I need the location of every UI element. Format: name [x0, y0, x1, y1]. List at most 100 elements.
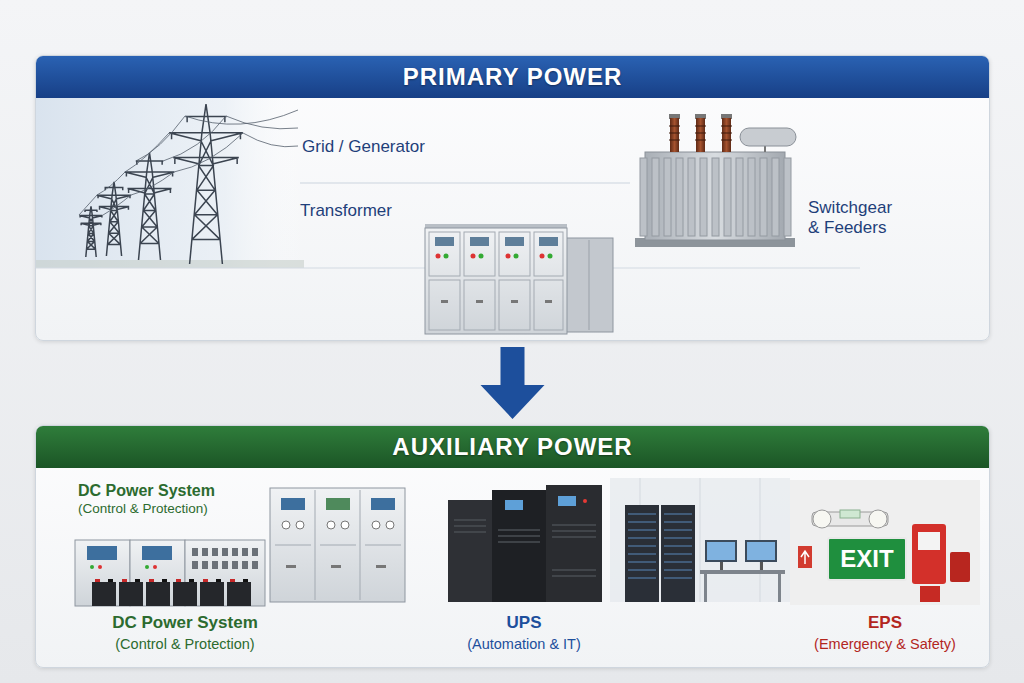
transformer-illustration — [724, 158, 731, 236]
transformer-illustration — [748, 158, 755, 236]
dc-power-illustration — [90, 565, 94, 569]
automation-illustration — [760, 562, 763, 570]
emergency-illustration — [869, 510, 887, 528]
dc-power-illustration — [142, 546, 172, 560]
dc-power-illustration — [275, 545, 401, 546]
emergency-illustration — [790, 480, 980, 605]
sign-text: EXIT — [830, 545, 904, 573]
automation-illustration — [704, 574, 707, 602]
band-ground — [35, 425, 990, 668]
transmission-towers — [169, 104, 243, 264]
switchgear-illustration — [565, 238, 613, 332]
switchgear-illustration — [505, 237, 524, 246]
guide-line — [300, 183, 630, 184]
dc-power-illustration — [331, 565, 341, 568]
automation-illustration — [610, 478, 790, 602]
switchgear-illustration — [444, 254, 449, 259]
dc-power-illustration — [281, 498, 305, 510]
switchgear-illustration — [514, 254, 519, 259]
automation-illustration — [628, 514, 692, 578]
ups-illustration — [492, 490, 546, 602]
dc-power-illustration — [341, 521, 349, 529]
component-label: Switchgear & Feeders — [808, 198, 903, 239]
dc-power-illustration — [146, 582, 170, 606]
switchgear-illustration — [425, 224, 613, 334]
dc-power-illustration — [360, 490, 361, 600]
dc-power-illustration — [315, 490, 316, 600]
emergency-illustration — [798, 546, 812, 568]
transformer-illustration — [760, 158, 767, 236]
dc-power-illustration — [371, 498, 395, 510]
emergency-illustration — [828, 538, 906, 580]
switchgear-illustration — [548, 254, 553, 259]
switchgear-illustration — [436, 254, 441, 259]
dc-power-illustration — [192, 548, 258, 569]
switchgear-illustration — [429, 232, 460, 276]
switchgear-illustration — [506, 254, 511, 259]
dc-power-illustration — [87, 546, 117, 560]
dc-power-illustration — [296, 521, 304, 529]
ups-illustration — [448, 500, 492, 602]
band-ground — [35, 55, 990, 668]
transformer-illustration — [736, 158, 743, 236]
transformer-illustration — [652, 158, 659, 236]
emergency-illustration — [950, 552, 970, 582]
emergency-illustration — [801, 551, 809, 564]
component-label: DC Power System — [78, 481, 278, 500]
ups-illustration — [583, 499, 587, 503]
switchgear-illustration — [539, 237, 558, 246]
dc-power-illustration — [282, 521, 290, 529]
ups-illustration — [454, 520, 596, 576]
component-label: (Automation & IT) — [429, 636, 619, 653]
switchgear-illustration — [534, 232, 563, 276]
dc-power-illustration — [92, 582, 116, 606]
dc-power-illustration — [119, 582, 143, 606]
transformer-illustration — [740, 128, 796, 146]
automation-illustration — [610, 478, 790, 602]
transformer-illustration — [640, 158, 647, 236]
transformer-illustration — [712, 158, 719, 236]
switchgear-illustration — [476, 300, 483, 303]
transmission-towers — [79, 104, 298, 264]
transmission-towers — [79, 110, 298, 215]
switchgear-illustration — [441, 300, 448, 303]
automation-illustration — [707, 542, 735, 560]
switchgear-illustration — [435, 237, 454, 246]
transformer-illustration — [722, 118, 731, 152]
ups-illustration — [448, 485, 602, 602]
flow-arrow — [481, 347, 545, 419]
switchgear-illustration — [589, 240, 590, 330]
dc-power-illustration — [98, 565, 102, 569]
switchgear-illustration — [479, 254, 484, 259]
dc-power-illustration — [376, 565, 386, 568]
dc-power-illustration — [153, 565, 157, 569]
transmission-towers — [125, 153, 175, 260]
switchgear-illustration — [511, 300, 518, 303]
dc-power-illustration — [326, 498, 350, 510]
switchgear-illustration — [499, 232, 530, 276]
emergency-illustration — [840, 510, 860, 518]
dc-power-illustration — [270, 488, 405, 602]
component-label: Transformer — [300, 201, 450, 221]
transformer-illustration — [764, 146, 766, 152]
switchgear-illustration — [429, 280, 460, 330]
transformer-illustration — [645, 152, 785, 240]
transformer-illustration — [676, 158, 683, 236]
component-label: UPS — [454, 613, 594, 633]
dc-power-illustration — [200, 582, 224, 606]
transformer-illustration — [772, 158, 779, 236]
ups-illustration — [546, 485, 602, 602]
component-label: (Control & Protection) — [70, 636, 300, 653]
dc-power-illustration — [286, 565, 296, 568]
dc-power-illustration — [327, 521, 335, 529]
switchgear-illustration — [499, 280, 530, 330]
dc-power-illustration — [108, 579, 248, 582]
automation-illustration — [720, 562, 723, 570]
sky-backdrop — [36, 260, 304, 268]
ups-illustration — [505, 500, 523, 510]
transformer-illustration — [670, 118, 679, 152]
band-title: PRIMARY POWER — [403, 56, 623, 98]
band-header: PRIMARY POWER — [36, 56, 989, 98]
component-label: EPS — [815, 613, 955, 633]
